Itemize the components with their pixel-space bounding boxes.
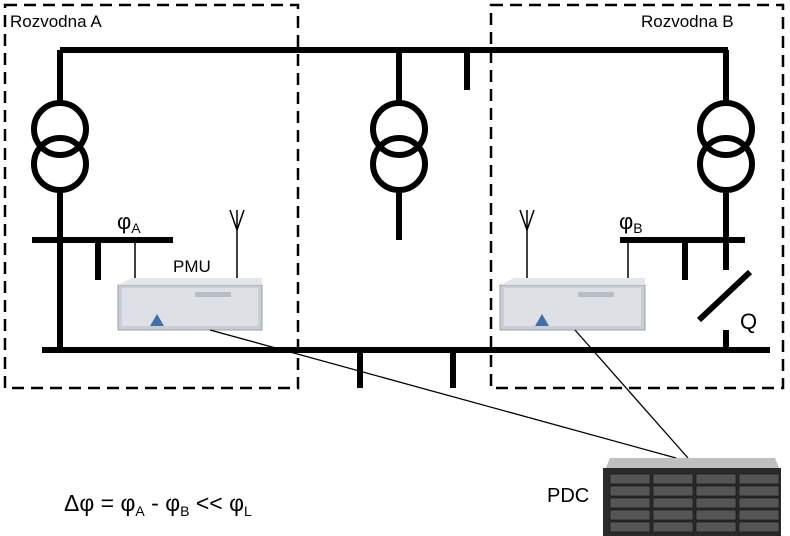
- pmu-device-b: [499, 278, 646, 331]
- pdc-drive-bay: [695, 497, 737, 509]
- pdc-drive-bay: [738, 473, 780, 485]
- device-logo-icon: [150, 314, 164, 326]
- busbar-b: [620, 237, 745, 280]
- substation-a-title: Rozvodna A: [10, 12, 102, 31]
- formula: Δφ = φA - φB << φL: [64, 490, 252, 519]
- bottom-busbar: [42, 347, 770, 388]
- pmu-label: PMU: [173, 257, 211, 276]
- comm-link-a: [209, 329, 677, 459]
- pmu-device-a: [117, 278, 263, 331]
- breaker-label: Q: [740, 309, 757, 334]
- antenna-icon: [229, 209, 245, 280]
- substation-b-title: Rozvodna B: [641, 12, 734, 31]
- pdc-drive-bay: [652, 473, 694, 485]
- pdc-drive-bay: [738, 509, 780, 521]
- pdc-drive-bay: [609, 509, 651, 521]
- pdc-drive-bay: [695, 473, 737, 485]
- pdc-drive-bay: [738, 485, 780, 497]
- pdc-drive-bay: [609, 497, 651, 509]
- pdc-server: [603, 458, 781, 536]
- pdc-label: PDC: [547, 485, 589, 507]
- phase-label-b: φB: [619, 209, 643, 236]
- pdc-drive-bay: [652, 509, 694, 521]
- substation-a-boundary: [3, 3, 300, 390]
- pdc-drive-bay: [652, 497, 694, 509]
- transformer-a: [31, 50, 89, 350]
- pdc-drive-bay: [609, 521, 651, 533]
- pdc-drive-bay: [695, 509, 737, 521]
- pdc-drive-bay: [609, 485, 651, 497]
- pdc-drive-bay: [695, 485, 737, 497]
- device-logo-icon: [535, 314, 549, 326]
- comm-link-b: [574, 329, 689, 459]
- pdc-drive-bay: [609, 473, 651, 485]
- pdc-drive-bay: [738, 521, 780, 533]
- pdc-drive-bay: [695, 521, 737, 533]
- pdc-drive-bay: [738, 497, 780, 509]
- breaker-q: [696, 269, 753, 350]
- substation-b-boundary: [489, 3, 785, 390]
- transformer-b: [697, 50, 755, 270]
- phase-label-a: φA: [117, 209, 141, 236]
- pdc-drive-bay: [652, 485, 694, 497]
- top-busbar: [60, 47, 728, 90]
- busbar-a: [32, 237, 173, 280]
- pdc-drive-bay: [652, 521, 694, 533]
- antenna-icon: [519, 209, 535, 280]
- transformer-middle: [370, 50, 428, 240]
